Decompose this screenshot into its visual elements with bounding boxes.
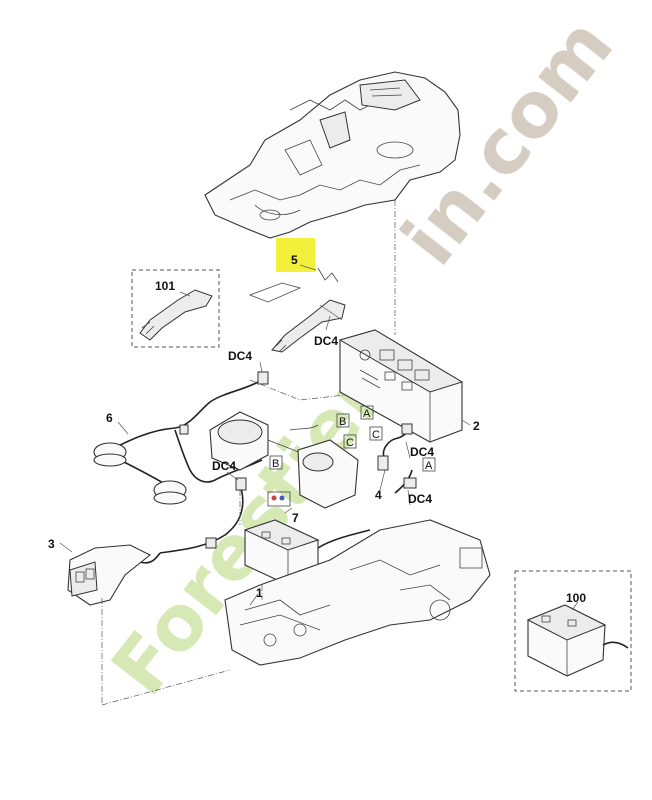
part-5-highlight	[276, 238, 315, 272]
part-7-battery	[243, 491, 371, 586]
callout-4: 4	[375, 488, 382, 502]
dc4-label-right-lower: DC4	[408, 492, 432, 506]
callout-labels: 101 5 2 6 4 7 3 1 100	[48, 253, 586, 605]
top-cover	[204, 71, 461, 239]
callout-100: 100	[566, 591, 586, 605]
callout-2: 2	[473, 419, 480, 433]
dc4-label-mid-left: DC4	[212, 459, 236, 473]
dc4-label-right-upper: DC4	[410, 445, 434, 459]
callout-1: 1	[256, 586, 263, 600]
dc4-label-top-left: DC4	[228, 349, 252, 363]
part-4-connector	[377, 423, 417, 494]
warning-label	[267, 491, 291, 507]
connection-letter-boxes: B A C C B A	[269, 405, 436, 472]
callout-3: 3	[48, 537, 55, 551]
box-letter-b-upper: B	[339, 416, 346, 428]
callout-5: 5	[291, 253, 298, 267]
callout-7: 7	[292, 511, 299, 525]
alignment-lines	[101, 200, 396, 706]
part-101-cable	[139, 289, 213, 341]
ribbon-cable	[271, 299, 346, 353]
box-letter-b-lower: B	[272, 458, 279, 470]
callout-101: 101	[155, 279, 175, 293]
box-letter-a-lower: A	[425, 460, 433, 472]
motor-assembly	[209, 411, 359, 509]
part-5-cable-kit	[248, 264, 339, 303]
connector-labels: DC4 DC4 DC4 DC4 DC4	[212, 334, 434, 506]
leader-lines	[59, 291, 579, 611]
callout-6: 6	[106, 411, 113, 425]
box-letter-c-left: C	[346, 437, 354, 449]
part-3-bracket	[67, 544, 152, 606]
box-letter-c-right: C	[372, 429, 380, 441]
part-101-box	[131, 269, 220, 348]
part-2-control-board	[338, 329, 464, 443]
part-6-sensor-harness	[93, 371, 269, 505]
lower-chassis	[224, 519, 491, 666]
box-letter-a-upper: A	[363, 408, 371, 420]
left-harness	[139, 477, 247, 564]
dc4-label-ribbon: DC4	[314, 334, 338, 348]
part-100-charger	[526, 604, 629, 677]
part-100-box	[514, 570, 632, 692]
